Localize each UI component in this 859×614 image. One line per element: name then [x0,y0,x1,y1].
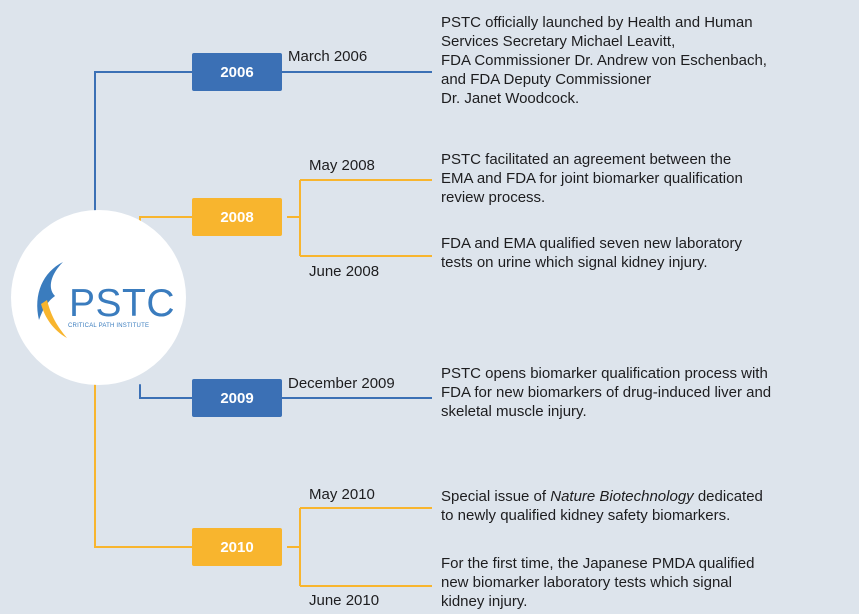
description-line: Dr. Janet Woodcock. [441,90,580,107]
description-suffix: dedicated [693,488,763,505]
connector-2010 [94,379,193,548]
description-line: Services Secretary Michael Leavitt, [441,33,676,50]
description-line: FDA for new biomarkers of drug-induced l… [441,384,772,401]
event-description-june-2008: FDA and EMA qualified seven new laborato… [441,234,742,272]
description-line: For the first time, the Japanese PMDA qu… [441,555,755,572]
event-date-may-2010: May 2010 [309,486,375,503]
description-line: PSTC officially launched by Health and H… [441,14,753,31]
description-line: PSTC facilitated an agreement between th… [441,151,732,168]
event-description-march-2006: PSTC officially launched by Health and H… [441,13,767,108]
pstc-logo: PSTC CRITICAL PATH INSTITUTE [11,210,186,385]
event-description-may-2010: Special issue of Nature Biotechnology de… [441,487,763,525]
logo-swoosh-icon [37,262,67,338]
description-line: EMA and FDA for joint biomarker qualific… [441,170,743,187]
description-line: FDA Commissioner Dr. Andrew von Eschenba… [441,52,767,69]
description-line: new biomarker laboratory tests which sig… [441,574,732,591]
description-line: FDA and EMA qualified seven new laborato… [441,235,743,252]
event-date-june-2008: June 2008 [309,263,380,280]
description-line: skeletal muscle injury. [441,403,587,420]
event-date-march-2006: March 2006 [288,48,368,65]
connector-2006 [94,71,193,219]
description-line: PSTC opens biomarker qualification proce… [441,365,768,382]
description-prefix: Special issue of [441,488,551,505]
year-box-2009: 2009 [192,379,282,417]
event-date-december-2009: December 2009 [288,375,395,392]
event-date-june-2010: June 2010 [309,592,380,609]
description-line: tests on urine which signal kidney injur… [441,254,708,271]
journal-title: Nature Biotechnology [550,488,694,505]
logo-subtitle: CRITICAL PATH INSTITUTE [68,323,150,329]
event-date-may-2008: May 2008 [309,157,375,174]
event-description-june-2010: For the first time, the Japanese PMDA qu… [441,554,754,611]
logo-wordmark: PSTC [69,282,176,325]
year-box-2006: 2006 [192,53,282,91]
description-line: review process. [441,189,546,206]
event-description-may-2008: PSTC facilitated an agreement between th… [441,150,743,207]
description-line: kidney injury. [441,593,528,610]
event-description-december-2009: PSTC opens biomarker qualification proce… [441,364,771,421]
connector-2008-bracket [287,179,432,257]
description-line: Special issue of Nature Biotechnology de… [441,487,763,506]
connector-2009 [139,384,193,399]
connector-2010-bracket [287,507,432,587]
year-box-2008: 2008 [192,198,282,236]
year-box-2010: 2010 [192,528,282,566]
description-line: and FDA Deputy Commissioner [441,71,652,88]
description-line: to newly qualified kidney safety biomark… [441,507,731,524]
